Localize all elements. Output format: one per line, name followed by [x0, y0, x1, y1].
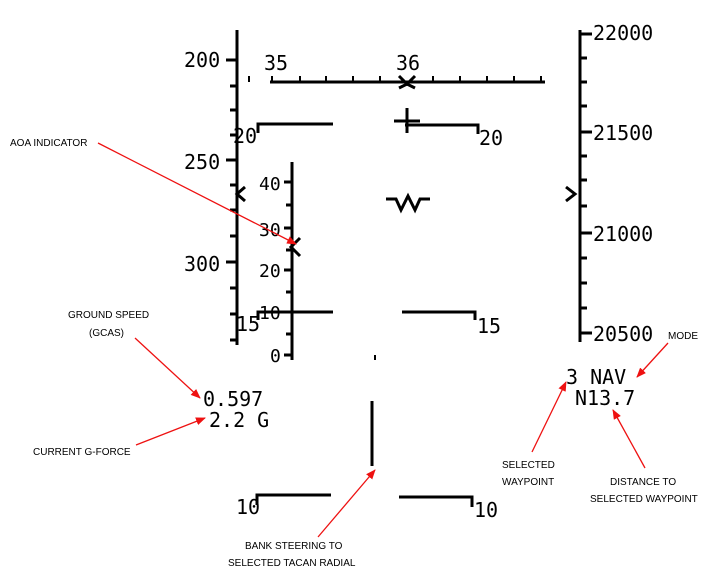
pitch-label-15-left: 15 [236, 312, 260, 336]
pitch-bar-20-left [256, 122, 333, 133]
aoa-label-20: 20 [259, 261, 281, 282]
aoa-label-40: 40 [259, 174, 281, 195]
heading-label-36: 36 [396, 51, 420, 75]
heading-caret-icon [397, 74, 417, 90]
airspeed-label-300: 300 [184, 252, 220, 276]
pitch-label-20-left: 20 [233, 124, 257, 148]
altitude-label-21000: 21000 [593, 222, 653, 246]
altitude-label-21500: 21500 [593, 121, 653, 145]
callout-g-force: CURRENT G-FORCE [33, 447, 131, 458]
pitch-bar-20-right [405, 123, 480, 134]
callout-waypoint-1: SELECTED [502, 460, 555, 471]
flight-path-marker-cross-icon [394, 108, 420, 133]
pitch-bar-15-right [402, 310, 477, 320]
airspeed-caret-icon [234, 185, 246, 203]
airspeed-tape: 200 250 300 [184, 30, 246, 345]
aoa-scale: 40 30 20 10 0 [259, 162, 302, 367]
callout-bank-steering-1: BANK STEERING TO [245, 541, 343, 552]
waypoint-callout-arrow [531, 381, 567, 453]
waterline-w-symbol-icon [386, 192, 430, 214]
pitch-bar-10-left [255, 493, 331, 505]
airspeed-tape-ticks [226, 58, 237, 342]
mode-callout-arrow [636, 342, 669, 378]
altitude-caret-icon [565, 185, 578, 203]
pitch-ladder: 20 20 15 15 10 10 [233, 122, 503, 522]
airspeed-label-200: 200 [184, 48, 220, 72]
altitude-tape-ticks [580, 32, 592, 335]
ground-speed-callout-arrow [134, 337, 201, 399]
pitch-label-10-left: 10 [236, 495, 260, 519]
callout-ground-speed-gcas: (GCAS) [89, 328, 124, 339]
altitude-tape: 22000 21500 21000 20500 [565, 21, 653, 346]
bank-steering-callout-arrow [317, 469, 376, 538]
airspeed-label-250: 250 [184, 150, 220, 174]
callout-ground-speed: GROUND SPEED [68, 310, 149, 321]
pitch-bar-15-left [256, 310, 333, 320]
callout-arrows [97, 142, 669, 538]
pitch-bar-10-right [399, 495, 474, 507]
aoa-callout-arrow [97, 142, 297, 245]
altitude-label-22000: 22000 [593, 21, 653, 45]
heading-tape: 35 36 [248, 51, 545, 90]
aoa-label-0: 0 [270, 346, 281, 367]
callout-bank-steering-2: SELECTED TACAN RADIAL [228, 558, 356, 569]
g-force-callout-arrow [135, 417, 206, 446]
aoa-indicator-caret-icon [288, 236, 302, 258]
g-force-readout: 2.2 G [209, 408, 269, 432]
callout-distance-1: DISTANCE TO [610, 477, 676, 488]
waypoint-mode-readout: 3 NAV [566, 365, 626, 389]
heading-tape-ticks [248, 76, 542, 82]
pitch-label-20-right: 20 [479, 126, 503, 150]
distance-callout-arrow [612, 409, 646, 469]
pitch-label-15-right: 15 [477, 314, 501, 338]
ground-speed-readout: 0.597 [203, 387, 263, 411]
callout-mode: MODE [668, 331, 698, 342]
pitch-label-10-right: 10 [474, 498, 498, 522]
heading-label-35: 35 [264, 51, 288, 75]
waypoint-distance-readout: N13.7 [575, 386, 635, 410]
callout-waypoint-2: WAYPOINT [502, 477, 554, 488]
callout-distance-2: SELECTED WAYPOINT [590, 494, 698, 505]
callout-aoa-indicator: AOA INDICATOR [10, 138, 87, 149]
altitude-label-20500: 20500 [593, 322, 653, 346]
